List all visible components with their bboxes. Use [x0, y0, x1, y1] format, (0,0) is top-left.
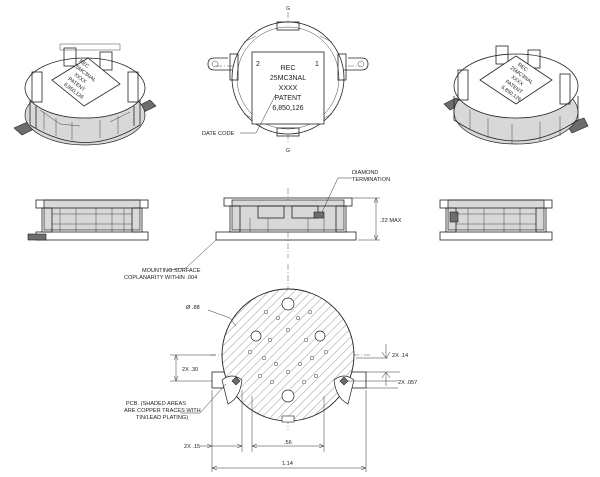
label-line-2: 25MC3NAL [270, 75, 306, 82]
label-text-group: REC 25MC3NAL XXXX PATENT 6,850,126 [500, 62, 534, 103]
label-line-4: PATENT [275, 95, 302, 102]
dimension-2x-057: 2X .057 [398, 380, 417, 386]
mounting-callout-line1: MOUNTING SURFACE [142, 268, 201, 274]
pcb-callout-line2: ARE COPPER TRACES WITH [124, 408, 201, 414]
mounting-callout-line2: COPLANARITY WITHIN .004 [124, 275, 197, 281]
side-view-left [27, 199, 149, 241]
isometric-view-right: REC 25MC3NAL XXXX PATENT 6,850,126 [443, 45, 589, 145]
date-code-callout: DATE CODE [202, 131, 234, 137]
diamond-termination-left [231, 376, 241, 386]
diamond-callout-line1: DIAMOND [352, 170, 378, 176]
top-plan-view: G G 2 1 REC 25MC3NAL XXXX PATENT 6,850,1… [202, 6, 369, 154]
diamond-callout-line2: TERMINATION [352, 177, 390, 183]
dimension-56: .56 [284, 440, 292, 446]
diameter-dimension: Ø .88 [186, 305, 200, 311]
label-plate [51, 57, 121, 107]
label-line-5: 6,850,126 [272, 105, 303, 112]
label-line-1: REC [78, 58, 91, 70]
pin-mark-right: 1 [315, 61, 319, 68]
dimension-2x-15: 2X .15 [184, 444, 200, 450]
label-plate [479, 55, 553, 105]
label-plate [251, 51, 325, 125]
label-line-3: XXXX [279, 85, 298, 92]
dimension-2x-30: 2X .30 [182, 367, 198, 373]
label-line-1: REC [516, 62, 529, 73]
pcb-footprint-view: Ø .88 2X .30 2X .14 2X .057 PCB. (SHADED… [124, 264, 417, 472]
side-view-right [439, 199, 553, 241]
isometric-view-left: REC 25MC3NAL XXXX PATENT 6,850,126 [13, 43, 157, 146]
label-text-group: REC 25MC3NAL XXXX PATENT 6,850,126 [62, 58, 97, 100]
label-line-1: REC [281, 65, 296, 72]
center-mark-bottom: G [286, 148, 290, 154]
pcb-callout-line1: PCB. (SHADED AREAS [126, 401, 186, 407]
dimension-114: 1.14 [282, 461, 293, 467]
center-mark-top: G [286, 6, 290, 12]
pin-mark-left: 2 [256, 61, 260, 68]
side-view-center: .22 MAX DIAMOND TERMINATION MOUNTING SUR… [124, 170, 402, 281]
pcb-callout-line3: TIN/LEAD PLATING) [136, 415, 188, 421]
dimension-2x-14: 2X .14 [392, 353, 408, 359]
height-max-dimension: .22 MAX [380, 218, 402, 224]
